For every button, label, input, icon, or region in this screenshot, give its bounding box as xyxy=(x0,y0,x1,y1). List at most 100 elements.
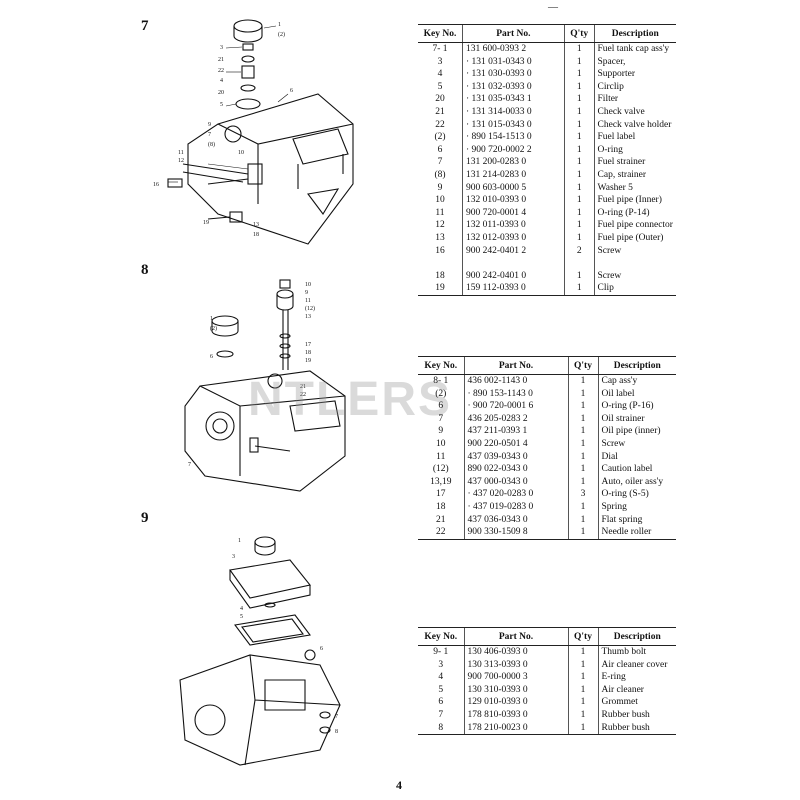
header-key-no: Key No. xyxy=(418,627,464,646)
cell-part-no: 436 205-0283 2 xyxy=(463,412,568,426)
callout-label: 11 xyxy=(305,298,311,304)
cell-part-no: 130 406-0393 0 xyxy=(463,645,568,659)
callout-label: 7 xyxy=(188,462,191,468)
cell-qty: 1 xyxy=(567,425,598,438)
cell-part-no: 890 022-0343 0 xyxy=(463,463,568,476)
section-number-9: 9 xyxy=(141,510,149,526)
cell-key-no: 4 xyxy=(437,69,443,80)
cell-qty: 1 xyxy=(567,645,598,659)
header-description: Description xyxy=(597,356,676,375)
cell-description: O-ring (P-16) xyxy=(597,400,676,413)
cell-key-no xyxy=(418,257,462,270)
cell-description: Check valve xyxy=(593,105,676,119)
cell-part-no: 900 220-0501 4 xyxy=(463,437,568,451)
cell-part-no: 129 010-0393 0 xyxy=(463,696,568,709)
diagram-fuel-tank-assembly: 1 (2) 3 21 22 4 20 5 6 9 7 (8) 11 12 10 … xyxy=(148,14,363,249)
cell-description: Fuel pipe (Outer) xyxy=(593,231,676,245)
cell-part-no: 159 112-0393 0 xyxy=(461,282,565,296)
cell-description: Air cleaner xyxy=(597,683,676,697)
cell-part-no: · 131 035-0343 1 xyxy=(461,93,565,106)
cell-qty: 3 xyxy=(567,488,598,501)
cell-description: Clip xyxy=(593,282,676,296)
callout-label: (8) xyxy=(208,141,215,148)
diagram-air-cleaner-assembly: 1 3 4 5 6 7 8 xyxy=(170,530,360,770)
cell-qty: 1 xyxy=(563,131,595,144)
cell-qty: 1 xyxy=(563,68,595,81)
cell-qty: 1 xyxy=(567,708,598,722)
cell-part-no: · 131 031-0343 0 xyxy=(461,55,565,69)
cell-description: E-ring xyxy=(597,671,676,684)
cell-key-no: 18 xyxy=(435,270,445,281)
cell-description: Air cleaner cover xyxy=(597,658,676,672)
cell-key-no: 8- 1 xyxy=(433,376,449,386)
cell-part-no: · 131 032-0393 0 xyxy=(461,80,565,94)
cell-qty: 1 xyxy=(567,500,598,514)
table-header-row: Key No. Part No. Q'ty Description xyxy=(418,356,676,375)
cell-description: Spring xyxy=(597,500,676,514)
cell-key-no: 13 xyxy=(435,232,445,243)
cell-qty: 1 xyxy=(563,118,595,132)
cell-part-no: · 900 720-0002 2 xyxy=(461,143,565,157)
table-header-row: Key No. Part No. Q'ty Description xyxy=(418,24,676,43)
cell-part-no: · 437 019-0283 0 xyxy=(463,500,568,514)
callout-label: 4 xyxy=(220,78,223,84)
cell-qty: 1 xyxy=(563,93,595,106)
cell-qty: 1 xyxy=(567,374,598,388)
callout-label: 13 xyxy=(253,222,259,228)
cell-key-no: 4 xyxy=(438,672,444,683)
cell-description xyxy=(593,257,676,270)
cell-key-no: 21 xyxy=(435,106,445,117)
cell-part-no: 178 810-0393 0 xyxy=(463,708,568,722)
cell-description: Fuel tank cap ass'y xyxy=(593,42,676,56)
cell-key-no: 5 xyxy=(437,81,443,92)
cell-part-no: 132 011-0393 0 xyxy=(461,219,565,232)
cell-qty: 1 xyxy=(563,105,595,119)
cell-key-no: 13,19 xyxy=(430,476,452,487)
cell-part-no: 132 010-0393 0 xyxy=(461,194,565,207)
cell-key-no: 6 xyxy=(438,697,444,708)
cell-qty: 1 xyxy=(567,721,598,736)
cell-qty xyxy=(563,257,595,270)
cell-key-no: 7 xyxy=(437,157,443,168)
cell-qty: 1 xyxy=(567,412,598,426)
cell-part-no: · 890 153-1143 0 xyxy=(463,387,568,401)
cell-qty: 1 xyxy=(563,156,595,169)
cell-description: Screw xyxy=(593,269,676,283)
header-description: Description xyxy=(593,24,676,43)
cell-part-no: · 131 030-0393 0 xyxy=(461,68,565,81)
header-part-no: Part No. xyxy=(461,24,565,43)
table-row xyxy=(418,257,676,270)
cell-qty: 1 xyxy=(563,219,595,232)
cell-part-no: 900 242-0401 0 xyxy=(461,269,565,283)
cell-description: Washer 5 xyxy=(593,181,676,195)
cell-description: Dial xyxy=(597,450,676,464)
cell-qty: 1 xyxy=(563,194,595,207)
cell-qty: 1 xyxy=(563,143,595,157)
cell-key-no: 6 xyxy=(437,144,443,155)
callout-label: 11 xyxy=(178,150,184,156)
callout-label: (12) xyxy=(305,305,315,312)
cell-description: O-ring (P-14) xyxy=(593,206,676,220)
section-number-7: 7 xyxy=(141,18,149,34)
callout-label: 7 xyxy=(208,132,211,138)
callout-label: 3 xyxy=(220,45,223,51)
